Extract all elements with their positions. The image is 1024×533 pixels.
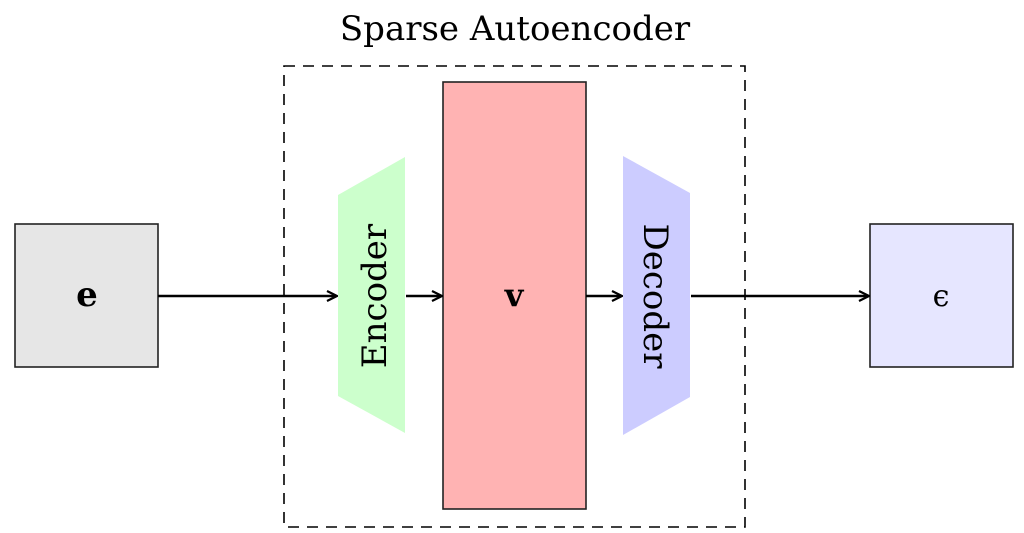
encoder-label: Encoder [355,223,395,368]
output-label: ϵ [933,279,950,314]
decoder-block [623,156,690,435]
input-label: e [76,275,98,315]
decoder-label: Decoder [635,223,675,369]
input-box [14,223,159,368]
diagram-title: Sparse Autoencoder [340,9,691,49]
encoder-block [338,157,405,433]
output-box [869,223,1014,368]
latent-label: v [504,276,525,314]
